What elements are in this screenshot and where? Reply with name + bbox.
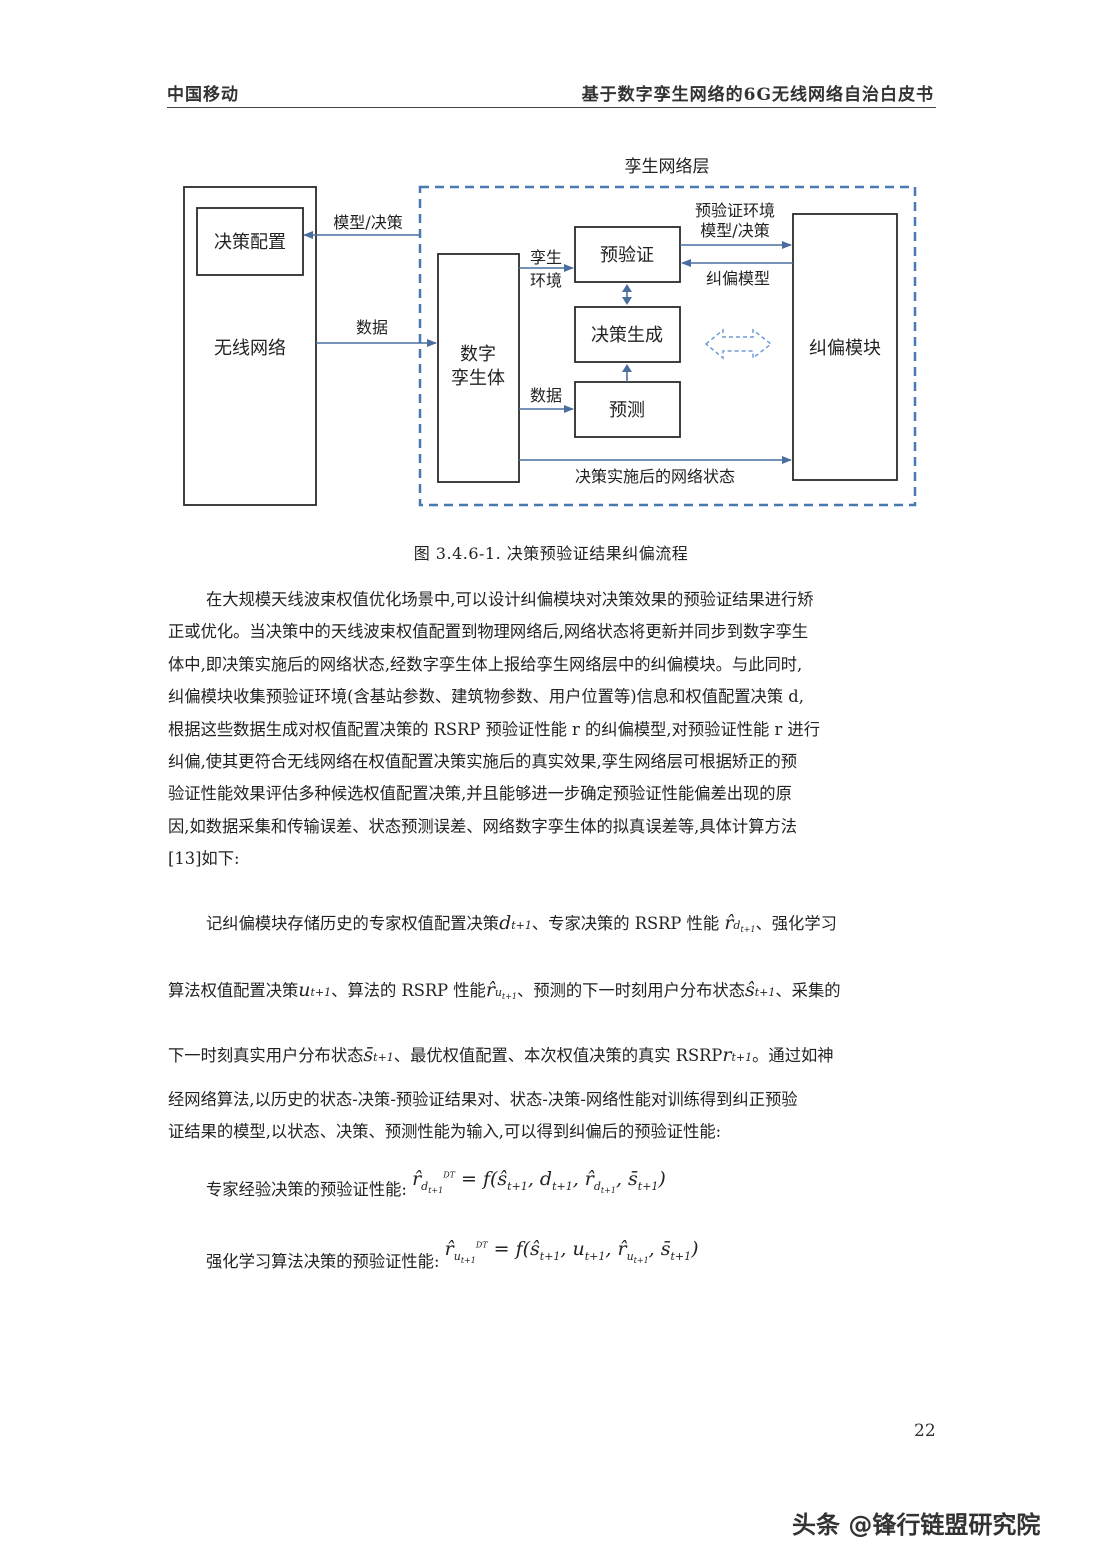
def-text: 、专家决策的 RSRP 性能 [531, 914, 720, 933]
decision-gen-label: 决策生成 [591, 325, 663, 346]
para1-line: 纠偏,使其更符合无线网络在权值配置决策实施后的真实效果,孪生网络层可根据矫正的预 [168, 752, 798, 772]
formula-label: 强化学习算法决策的预验证性能: [206, 1252, 440, 1271]
preverify-box [574, 226, 681, 283]
header-rule [167, 107, 936, 108]
twin-layer-border [418, 185, 917, 507]
para2-line: 经网络算法,以历史的状态-决策-预验证结果对、状态-决策-网络性能对训练得到纠正… [168, 1090, 798, 1109]
twin-env-line1: 孪生 [530, 248, 562, 267]
correction-module-label: 纠偏模块 [809, 338, 881, 359]
para2-line: 证结果的模型,以状态、决策、预测性能为输入,可以得到纠偏后的预验证性能: [168, 1122, 722, 1142]
def-text: 、强化学习 [755, 914, 837, 933]
para1-line: 在大规模天线波束权值优化场景中,可以设计纠偏模块对决策效果的预验证结果进行矫 [206, 590, 814, 609]
decision-config-box [196, 207, 304, 276]
para1-line: 根据这些数据生成对权值配置决策的 RSRP 预验证性能 r 的纠偏模型,对预验证… [168, 719, 820, 739]
digital-twin-line1: 数字 [460, 344, 496, 365]
data-inner-label: 数据 [530, 386, 562, 405]
paragraph-2: 经网络算法,以历史的状态-决策-预验证结果对、状态-决策-网络性能对训练得到纠正… [168, 1084, 936, 1149]
para1-line: 纠偏模块收集预验证环境(含基站参数、建筑物参数、用户位置等)信息和权值配置决策 … [168, 687, 804, 707]
wireless-network-label: 无线网络 [214, 338, 286, 359]
layer-title: 孪生网络层 [625, 157, 710, 177]
page-number: 22 [914, 1421, 936, 1441]
dashed-double-arrow [704, 328, 773, 360]
def-text: 、预测的下一时刻用户分布状态 [517, 981, 745, 1000]
def-text: 记纠偏模块存储历史的专家权值配置决策 [206, 914, 500, 933]
decision-config-label: 决策配置 [214, 232, 286, 253]
correction-model-label: 纠偏模型 [706, 269, 770, 288]
arrow-down-decision [622, 297, 632, 305]
formula-expert: 专家经验决策的预验证性能: r̂dt+1DT = f(ŝt+1, dt+1, … [206, 1168, 666, 1205]
para1-line: 因,如数据采集和传输误差、状态预测误差、网络数字孪生体的拟真误差等,具体计算方法 [168, 816, 798, 836]
post-state-label: 决策实施后的网络状态 [575, 467, 735, 486]
math-s-hat: ŝt+1 [744, 979, 776, 1001]
formula-rl: 强化学习算法决策的预验证性能: r̂ut+1DT = f(ŝt+1, ut+1… [206, 1238, 699, 1277]
digital-twin-box [437, 253, 520, 483]
preverify-label: 预验证 [600, 245, 654, 266]
para1-line: 体中,即决策实施后的网络状态,经数字孪生体上报给孪生网络层中的纠偏模块。与此同时… [168, 654, 803, 674]
predict-box [574, 381, 681, 438]
arrow-predict-up [622, 364, 632, 372]
header-left: 中国移动 [167, 85, 239, 105]
para1-line: 正或优化。当决策中的天线波束权值配置到物理网络后,网络状态将更新并同步到数字孪生 [168, 622, 809, 642]
model-decision-left-label: 模型/决策 [333, 213, 402, 232]
math-s-bar: s̄t+1 [363, 1044, 394, 1066]
math-r-hat-d: r̂dt+1 [724, 912, 756, 935]
def-text: 下一时刻真实用户分布状态 [168, 1046, 364, 1065]
math-r-t1: rt+1 [722, 1044, 753, 1066]
figure-caption: 图 3.4.6-1. 决策预验证结果纠偏流程 [413, 544, 689, 563]
definition-line-1: 记纠偏模块存储历史的专家权值配置决策dt+1、专家决策的 RSRP 性能 r̂d… [206, 910, 837, 934]
correction-module-box [792, 213, 898, 481]
def-text: 、最优权值配置、本次权值决策的真实 RSRP [393, 1046, 723, 1065]
digital-twin-line2: 孪生体 [451, 368, 505, 389]
model-decision-right-label: 模型/决策 [700, 221, 769, 240]
para1-line: [13]如下: [168, 849, 240, 869]
definition-line-2: 算法权值配置决策ut+1、算法的 RSRP 性能r̂ut+1、预测的下一时刻用户… [168, 977, 841, 1001]
formula-rl-expression: r̂ut+1DT = f(ŝt+1, ut+1, r̂ut+1, s̄t+1) [444, 1238, 699, 1265]
header-right: 基于数字孪生网络的6G无线网络自治白皮书 [581, 85, 934, 105]
data-left-label: 数据 [356, 318, 388, 337]
flow-diagram: 孪生网络层 决策配置 无线网络 数字 孪生体 预验证 决策生成 预测 纠偏模块 … [183, 157, 917, 507]
predict-label: 预测 [609, 400, 645, 421]
preverify-env-label: 预验证环境 [695, 201, 775, 220]
def-text: 、采集的 [775, 981, 841, 1000]
watermark: 头条 @锋行链盟研究院 [792, 1511, 1041, 1539]
def-text: 算法权值配置决策 [168, 981, 299, 1000]
decision-gen-box [574, 306, 681, 363]
formula-expert-expression: r̂dt+1DT = f(ŝt+1, dt+1, r̂dt+1, s̄t+1) [412, 1168, 666, 1195]
arrow-up-preverify [622, 284, 632, 292]
math-d-t1: dt+1 [499, 912, 532, 934]
math-r-hat-u: r̂ut+1 [485, 979, 518, 1002]
paragraph-1: 在大规模天线波束权值优化场景中,可以设计纠偏模块对决策效果的预验证结果进行矫 正… [168, 584, 936, 876]
def-text: 、算法的 RSRP 性能 [331, 981, 486, 1000]
formula-label: 专家经验决策的预验证性能: [206, 1180, 407, 1199]
para1-line: 验证性能效果评估多种候选权值配置决策,并且能够进一步确定预验证性能偏差出现的原 [168, 784, 792, 804]
math-u-t1: ut+1 [298, 979, 332, 1001]
def-text: 。通过如神 [752, 1046, 834, 1065]
twin-env-line2: 环境 [530, 271, 562, 290]
definition-line-3: 下一时刻真实用户分布状态s̄t+1、最优权值配置、本次权值决策的真实 RSRPr… [168, 1042, 834, 1066]
